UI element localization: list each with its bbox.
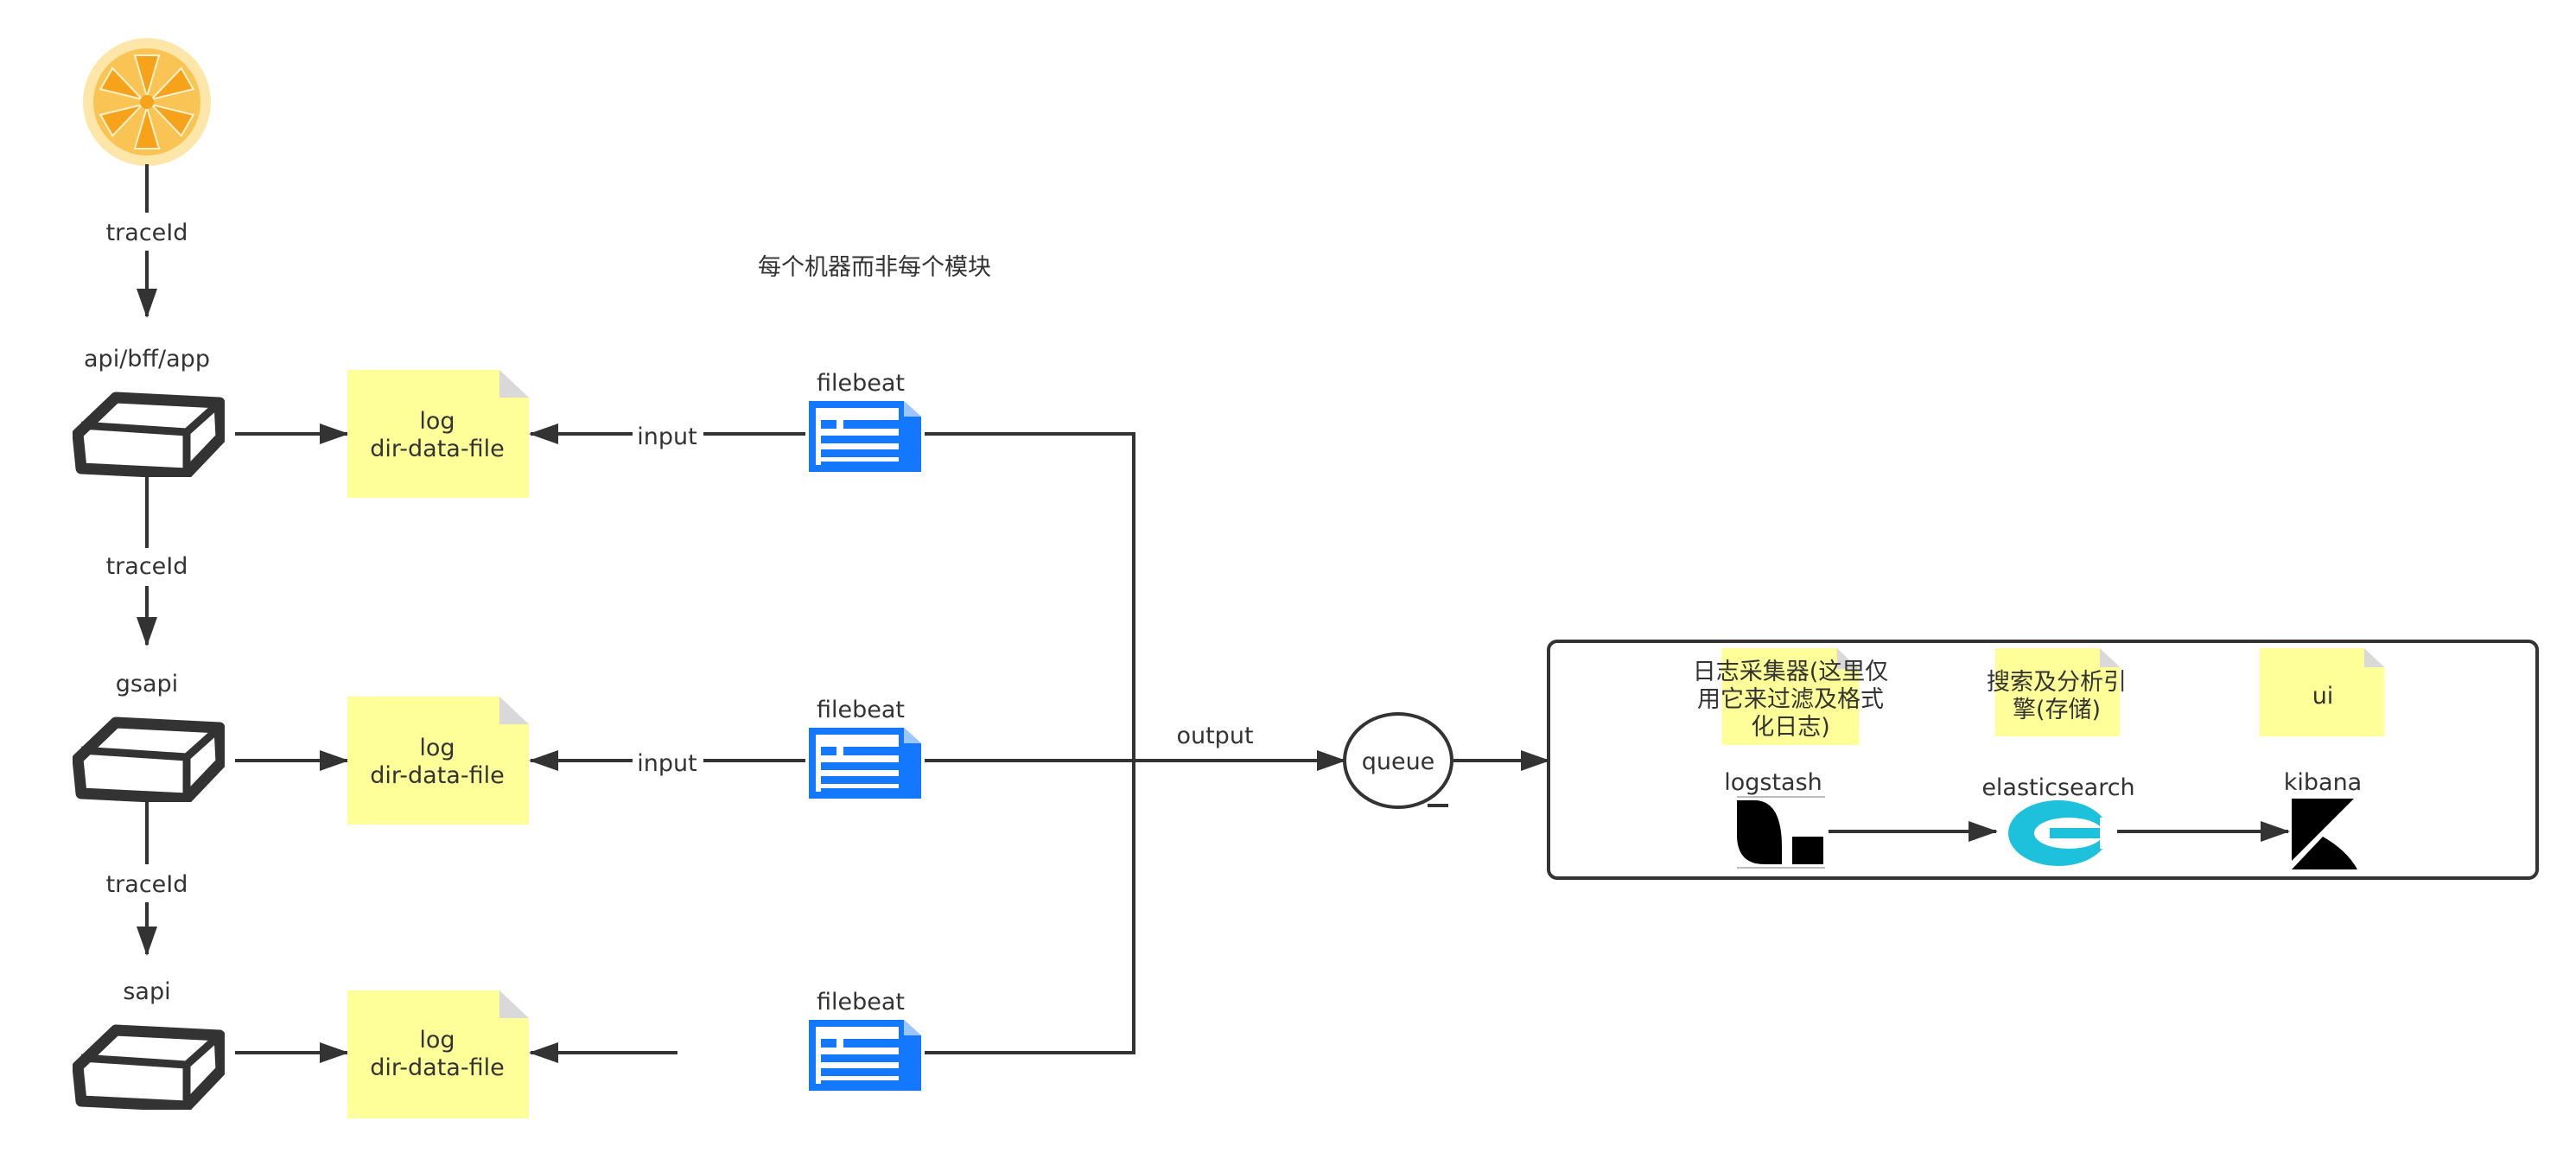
trace-label-2: traceId — [106, 553, 188, 580]
service-name-2: gsapi — [116, 671, 178, 697]
filebeat-name-2: filebeat — [817, 697, 905, 723]
log-note-3-line1: log — [419, 1027, 455, 1054]
trace-label-1: traceId — [106, 220, 188, 246]
log-note-1-line2: dir-data-file — [370, 436, 504, 462]
elasticsearch-logo-icon — [2008, 800, 2112, 866]
trace-label-3: traceId — [106, 871, 188, 898]
service-name-3: sapi — [123, 978, 170, 1005]
kibana-note-line1: ui — [2312, 683, 2334, 710]
logstash-note-line2: 用它来过滤及格式 — [1697, 686, 1884, 713]
queue-node: queue — [1343, 712, 1453, 809]
cube-icon — [78, 1030, 221, 1106]
logstash-logo-icon — [1737, 796, 1825, 869]
orange-slice-icon — [83, 38, 211, 166]
log-note-2-line2: dir-data-file — [370, 762, 504, 789]
kibana-name: kibana — [2284, 769, 2362, 796]
elasticsearch-note-line1: 搜索及分析引 — [1987, 669, 2127, 696]
logstash-note-line3: 化日志) — [1751, 714, 1830, 741]
log-note-3-line2: dir-data-file — [370, 1054, 504, 1081]
filebeat-name-1: filebeat — [817, 370, 905, 397]
input-label-1: input — [637, 423, 696, 450]
document-icon — [809, 401, 921, 472]
caption: 每个机器而非每个模块 — [758, 254, 991, 281]
logstash-note-line1: 日志采集器(这里仅 — [1693, 659, 1889, 685]
cube-icon — [78, 398, 221, 474]
elasticsearch-name: elasticsearch — [1981, 774, 2134, 801]
log-note-1-line1: log — [419, 408, 455, 435]
input-label-2: input — [637, 750, 696, 777]
output-bus — [925, 432, 1135, 1054]
kibana-logo-icon — [2292, 799, 2357, 869]
queue-label: queue — [1362, 748, 1435, 775]
log-note-2-line1: log — [419, 735, 455, 761]
logstash-name: logstash — [1724, 769, 1822, 796]
document-icon — [809, 728, 921, 799]
cube-icon — [78, 723, 221, 799]
document-icon — [809, 1020, 921, 1091]
output-label: output — [1176, 723, 1253, 749]
filebeat-name-3: filebeat — [817, 989, 905, 1016]
service-name-1: api/bff/app — [84, 346, 210, 373]
elasticsearch-note-line2: 擎(存储) — [2013, 697, 2101, 723]
